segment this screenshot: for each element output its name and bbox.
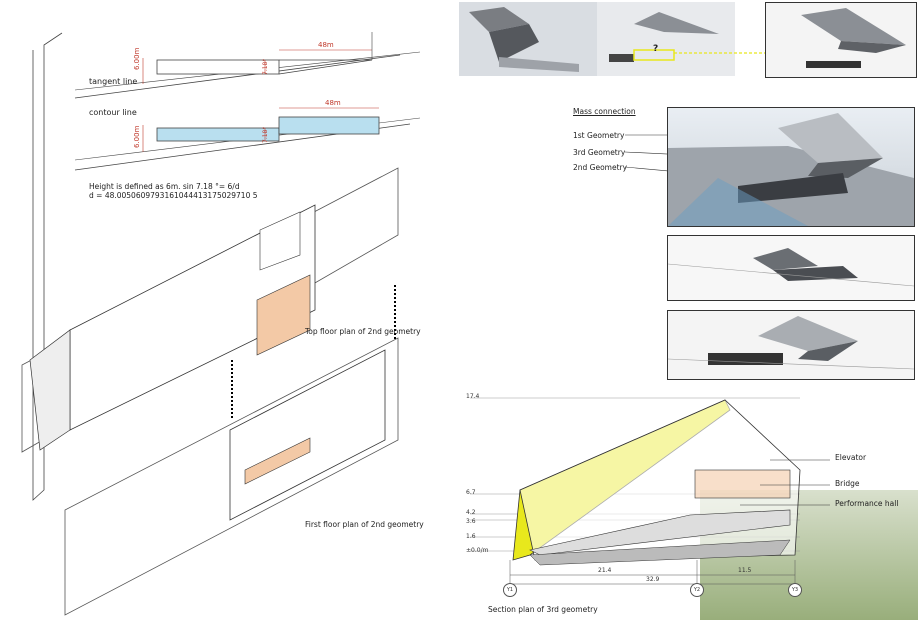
formula-line-1: Height is defined as 6m. sin 7.18 °= 6/d	[89, 182, 240, 191]
mass-render-strip: ?	[459, 2, 735, 76]
label-bridge: Bridge	[835, 479, 860, 488]
level-1: 17.4	[466, 393, 480, 400]
mass-connection-title: Mass connection	[573, 107, 636, 116]
dim-2: 32.9	[646, 576, 660, 583]
first-floor-plan-drawing	[64, 337, 399, 616]
top-floor-caption: Top floor plan of 2nd geometry	[305, 327, 421, 336]
grid-axis-2: Y2	[690, 583, 704, 597]
mass-render-1	[667, 107, 915, 227]
formula-line-2: d = 48.0050609793161044413175029710 5	[89, 191, 258, 200]
connection-result-render	[765, 2, 917, 78]
section-caption: Section plan of 3rd geometry	[488, 605, 598, 614]
contour-diagram	[74, 107, 421, 171]
level-3: 4.2	[466, 509, 476, 516]
label-elevator: Elevator	[835, 453, 867, 462]
dim-1: 21.4	[598, 567, 612, 574]
contour-line-label: contour line	[89, 108, 137, 117]
tangent-line-label: tangent line	[89, 77, 138, 86]
grid-axis-1: Y1	[503, 583, 517, 597]
length-dim-2: 48m	[325, 99, 341, 107]
first-floor-caption: First floor plan of 2nd geometry	[305, 520, 424, 529]
level-2: 6.7	[466, 489, 476, 496]
mass-item-2: 3rd Geometry	[573, 148, 626, 157]
grid-axis-3: Y3	[788, 583, 802, 597]
dim-3: 11.5	[738, 567, 752, 574]
level-5: 1.6	[466, 533, 476, 540]
mass-item-1: 1st Geometry	[573, 131, 625, 140]
top-floor-plan-drawing	[21, 167, 399, 453]
label-performance-hall: Performance hall	[835, 499, 899, 508]
mass-render-3	[667, 310, 915, 380]
mass-render-2	[667, 235, 915, 301]
mass-item-3: 2nd Geometry	[573, 163, 628, 172]
length-dim-1: 48m	[318, 41, 334, 49]
question-mark: ?	[653, 44, 659, 54]
tangent-diagram	[74, 32, 421, 99]
level-6: ±0.0/m	[466, 547, 489, 554]
level-4: 3.6	[466, 518, 476, 525]
